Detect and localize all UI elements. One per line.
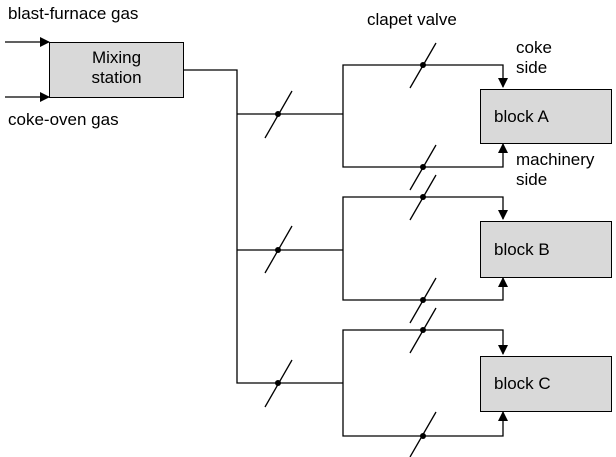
block-b-label: block B	[494, 240, 550, 259]
machinery-side-label: machinery side	[516, 150, 594, 190]
block-a-label: block A	[494, 107, 549, 126]
branch-c-top-pipe	[342, 329, 508, 383]
coke-side-label: coke side	[516, 38, 552, 78]
machinery-side-line2: side	[516, 170, 548, 189]
mixing-output-pipe	[184, 69, 343, 384]
machinery-side-line1: machinery	[516, 150, 595, 169]
clapet-valve-label: clapet valve	[367, 10, 457, 29]
block-c-label: block C	[494, 374, 551, 393]
mixing-station-line2: station	[91, 68, 142, 87]
block-c: block C	[480, 356, 612, 412]
branch-a-bottom-pipe	[342, 114, 508, 168]
branch-a-top-pipe	[342, 64, 508, 114]
mixing-station-box: Mixing station	[49, 42, 184, 98]
branch-b-bottom-pipe	[342, 250, 508, 301]
blast-furnace-gas-label: blast-furnace gas	[8, 4, 139, 23]
block-b: block B	[480, 221, 612, 278]
branch-c-bottom-pipe	[342, 383, 508, 437]
coke-side-line2: side	[516, 58, 548, 77]
branch-b-top-pipe	[342, 196, 508, 250]
coke-side-line1: coke	[516, 38, 552, 57]
coke-oven-gas-label: coke-oven gas	[8, 110, 119, 129]
block-a: block A	[480, 89, 612, 144]
mixing-station-line1: Mixing	[91, 48, 142, 67]
